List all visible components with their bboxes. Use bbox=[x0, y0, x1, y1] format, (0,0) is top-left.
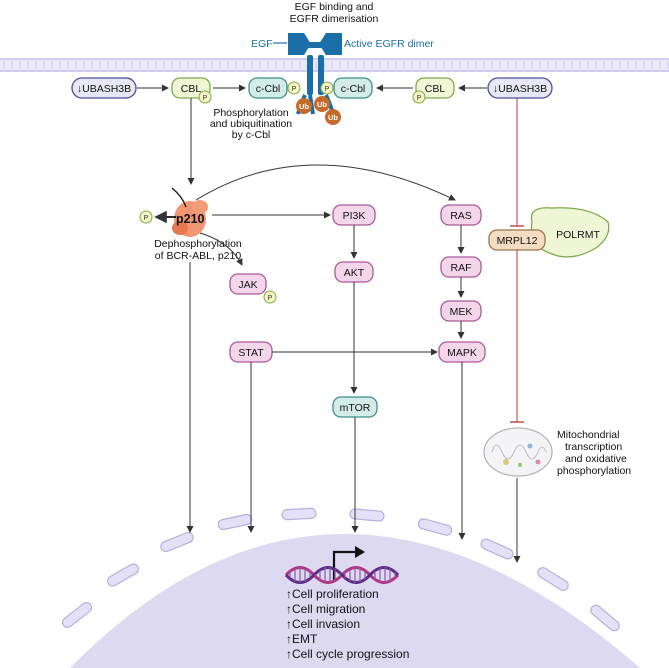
ras-node: RAS bbox=[440, 204, 482, 226]
mtor-node: mTOR bbox=[332, 396, 378, 418]
ub-3-label: Ub bbox=[328, 113, 338, 122]
left-ubash3b-label: ↓UBASH3B bbox=[77, 83, 131, 95]
right-cbl-label: CBL bbox=[425, 83, 446, 95]
left-cbl-label: CBL bbox=[181, 83, 202, 95]
akt-node: AKT bbox=[334, 261, 374, 283]
jak-label: JAK bbox=[238, 279, 257, 291]
jak-phospho-label: P bbox=[268, 295, 273, 302]
ub-2-label: Ub bbox=[317, 100, 327, 109]
dna-double-helix bbox=[284, 566, 400, 584]
mapk-node: MAPK bbox=[438, 341, 486, 363]
left-c-cbl-label: c-Cbl bbox=[256, 83, 281, 95]
arrow-p210-to-jak bbox=[199, 232, 243, 266]
ubiquitin-cluster: Ub Ub Ub bbox=[296, 96, 341, 125]
receptor-title-line2: EGFR dimerisation bbox=[290, 13, 379, 25]
outcome-cell-proliferation: ↑Cell proliferation bbox=[286, 587, 379, 601]
stat-label: STAT bbox=[238, 347, 264, 359]
mapk-label: MAPK bbox=[447, 347, 477, 359]
jak-node: JAK P bbox=[229, 273, 277, 304]
p210-label: p210 bbox=[176, 212, 205, 226]
nucleus bbox=[61, 507, 640, 668]
mrpl12-label: MRPL12 bbox=[497, 235, 538, 247]
dephosphorylation-caption-line1: Dephosphorylation bbox=[154, 238, 242, 250]
right-c-cbl-label: c-Cbl bbox=[341, 83, 366, 95]
mitochondria-caption-line1: Mitochondrial bbox=[557, 429, 619, 441]
raf-node: RAF bbox=[440, 256, 482, 278]
mitochondrion bbox=[483, 427, 553, 477]
mitochondria-caption-line2: transcription bbox=[565, 441, 622, 453]
right-cbl-node: CBL P bbox=[412, 77, 455, 104]
dephosphorylation-caption-line2: of BCR-ABL, p210 bbox=[155, 250, 242, 262]
receptor-title-line1: EGF binding and bbox=[295, 1, 374, 13]
mitochondria-caption-line3: and oxidative bbox=[565, 453, 627, 465]
mek-label: MEK bbox=[450, 306, 473, 318]
right-ubash3b-label: ↓UBASH3B bbox=[493, 83, 547, 95]
outcome-cell-migration: ↑Cell migration bbox=[286, 602, 365, 616]
mrpl12-node: MRPL12 bbox=[488, 229, 546, 251]
pi3k-node: PI3K bbox=[332, 204, 376, 226]
outcome-cell-invasion: ↑Cell invasion bbox=[286, 617, 360, 631]
polrmt-node: POLRMT bbox=[530, 207, 610, 258]
polrmt-label: POLRMT bbox=[556, 229, 600, 241]
left-cbl-phospho-label: P bbox=[203, 95, 208, 102]
mek-node: MEK bbox=[440, 300, 482, 322]
right-c-cbl-node: c-Cbl bbox=[333, 77, 373, 99]
outcome-emt: ↑EMT bbox=[286, 632, 318, 646]
released-phosphate-label: P bbox=[144, 215, 149, 222]
active-egfr-dimer-label: Active EGFR dimer bbox=[344, 38, 434, 50]
arrow-p210-to-ras bbox=[195, 164, 456, 201]
left-ubash3b-node: ↓UBASH3B bbox=[71, 77, 137, 99]
right-receptor-phospho-label: P bbox=[325, 86, 330, 93]
left-receptor-phospho-label: P bbox=[292, 86, 297, 93]
raf-label: RAF bbox=[451, 262, 472, 274]
ubiquitination-caption-line2: and ubiquitination bbox=[210, 118, 292, 130]
ras-label: RAS bbox=[450, 210, 472, 222]
left-receptor-phospho: P bbox=[287, 81, 301, 95]
pi3k-label: PI3K bbox=[343, 210, 366, 222]
released-phosphate: P bbox=[139, 210, 153, 224]
ubiquitination-caption-line1: Phosphorylation bbox=[213, 107, 288, 119]
plasma-membrane bbox=[0, 58, 669, 72]
nuclear-envelope bbox=[61, 507, 620, 632]
mitochondria-caption-line4: phosphorylation bbox=[557, 465, 631, 477]
left-c-cbl-node: c-Cbl bbox=[248, 77, 288, 99]
stat-node: STAT bbox=[229, 341, 273, 363]
transcription-start-arrow bbox=[332, 546, 365, 580]
right-receptor-phospho: P bbox=[320, 81, 334, 95]
akt-label: AKT bbox=[344, 267, 365, 279]
outcome-cell-cycle-progression: ↑Cell cycle progression bbox=[286, 647, 409, 661]
ubiquitination-caption-line3: by c-Cbl bbox=[232, 129, 271, 141]
bcr-abl-p210: p210 bbox=[171, 187, 208, 237]
egf-label: EGF bbox=[251, 38, 273, 50]
ub-1-label: Ub bbox=[299, 102, 309, 111]
outcome-list: ↑Cell proliferation ↑Cell migration ↑Cel… bbox=[286, 587, 409, 661]
right-cbl-phospho-label: P bbox=[417, 95, 422, 102]
mtor-label: mTOR bbox=[340, 402, 371, 414]
right-ubash3b-node: ↓UBASH3B bbox=[487, 77, 553, 99]
